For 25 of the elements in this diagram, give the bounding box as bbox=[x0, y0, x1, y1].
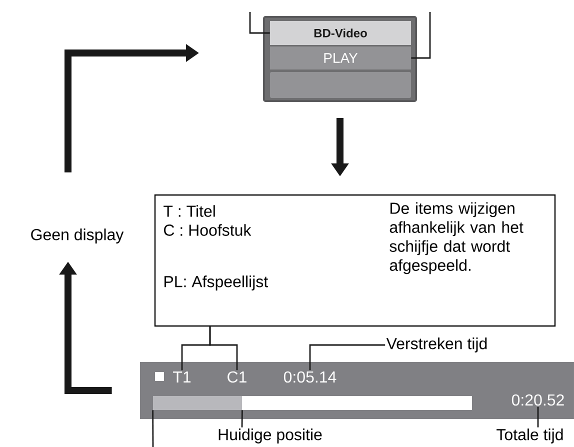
leader-line bbox=[411, 12, 431, 59]
menu-item: PLAY bbox=[270, 46, 411, 70]
title-number: T1 bbox=[173, 371, 191, 382]
status-text: Geen display bbox=[31, 228, 124, 244]
total-time: 0:20.52 bbox=[512, 394, 564, 406]
legend-entry: T : Titel bbox=[164, 205, 215, 217]
legend-entry: C : Hoofstuk bbox=[164, 224, 252, 236]
progress-bar bbox=[242, 396, 472, 410]
leader-line bbox=[152, 410, 154, 447]
legend-entry: PL: Afspeellijst bbox=[164, 276, 268, 290]
menu-item: BD-Video bbox=[270, 21, 411, 45]
leader-line bbox=[309, 344, 386, 370]
chapter-number: C1 bbox=[228, 371, 246, 383]
leader-line bbox=[249, 12, 270, 34]
callout-text: Totale tijd bbox=[496, 428, 563, 444]
menu-item bbox=[270, 72, 411, 98]
note-text: De items wijzigen afhankelijk van het schijfje dat wordt afgespeeld. bbox=[390, 202, 524, 274]
callout-text: Verstreken tijd bbox=[386, 338, 487, 352]
info-box bbox=[154, 194, 556, 327]
leader-line bbox=[537, 406, 539, 428]
callout-text: Huidige positie bbox=[218, 428, 322, 444]
progress-fill bbox=[153, 396, 242, 410]
bracket-line bbox=[209, 326, 238, 370]
leader-line bbox=[241, 410, 243, 428]
elapsed-time: 0:05.14 bbox=[284, 371, 336, 383]
